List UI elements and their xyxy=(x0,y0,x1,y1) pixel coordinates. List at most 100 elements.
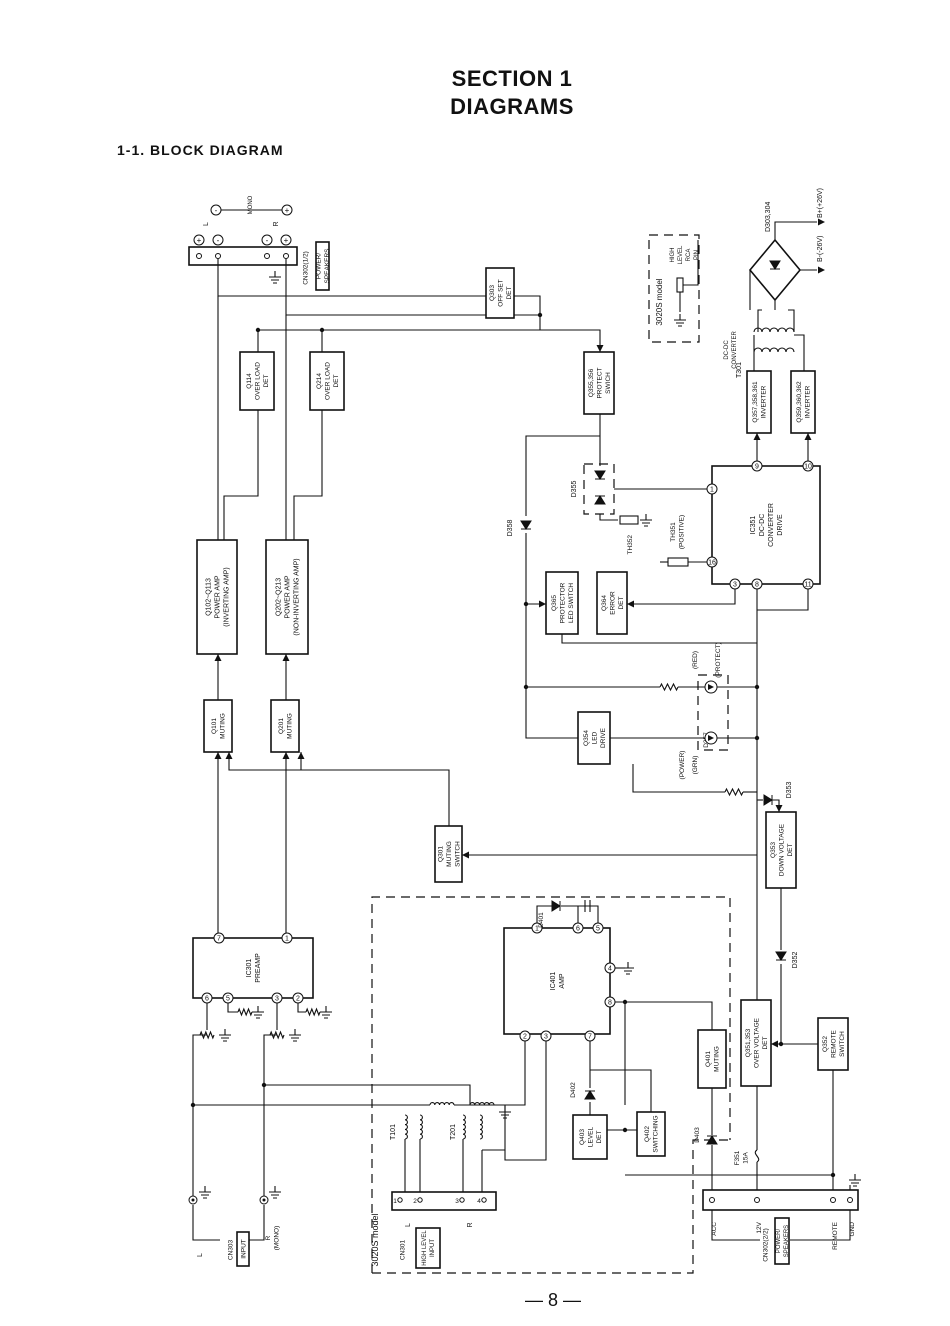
ic401-amp-block-label: AMP xyxy=(559,973,566,989)
t101-to-ic401 xyxy=(454,1104,506,1151)
cn303-l-label: L xyxy=(197,1253,204,1257)
junction-dot xyxy=(754,735,760,741)
rca-pin-label: PIN xyxy=(694,250,700,260)
t301-sub: DC-DC xyxy=(724,340,730,360)
q101-muting-block-label: MUTING xyxy=(220,713,227,739)
cn303-r-label: (MONO) xyxy=(274,1226,281,1251)
q114-overload-det-block-label: DET xyxy=(263,374,270,387)
d353-diode xyxy=(763,794,773,806)
rca-pin-label: RCA xyxy=(686,249,692,262)
q355-protect-switch-block-label: Q355,356 xyxy=(588,368,595,397)
q354-led-drive-block xyxy=(577,711,611,765)
mono-plus: + xyxy=(285,206,290,215)
ic301-preamp-block-label: IC301 xyxy=(246,959,253,978)
d303-diode xyxy=(769,260,781,270)
capacitor-symbol xyxy=(584,900,591,912)
model-bottom-dashed-border xyxy=(371,896,731,1273)
arrowhead xyxy=(627,600,634,608)
ic351-11 xyxy=(757,589,809,611)
speaker-terminal-block xyxy=(188,246,298,266)
cn301-pin-number: 3 xyxy=(455,1198,459,1205)
d303-label: D303,304 xyxy=(765,202,772,232)
ic401-pin-1-number: 1 xyxy=(535,926,539,933)
ground-symbol xyxy=(640,514,652,527)
cn301-r-label: R xyxy=(467,1222,474,1227)
cn302-1-label-box-label: SPEAKERS xyxy=(324,248,331,284)
q364-error-det-block xyxy=(596,571,628,635)
cn303-id: CN303 xyxy=(227,1239,234,1260)
protect-wire xyxy=(540,329,601,352)
q403-level-det-block-label: Q403 xyxy=(579,1129,586,1145)
arrowhead xyxy=(539,600,546,608)
cn302-2-power-speakers-box-label: POWER/ xyxy=(776,1229,782,1254)
t201-out xyxy=(494,1045,526,1106)
th352-wire xyxy=(599,514,618,521)
d353-label: D353 xyxy=(786,782,793,799)
q351-over-voltage-det-block-label: Q351,353 xyxy=(745,1028,752,1057)
q351-over-voltage-det-block-label: OVER VOLTAGE xyxy=(753,1017,760,1068)
q101-muting-block xyxy=(203,699,233,753)
cn303-input-box xyxy=(236,1231,250,1267)
cn301-pin-number: 1 xyxy=(393,1198,397,1205)
d355-diode-b xyxy=(594,495,606,505)
d303-bridge-rectifier xyxy=(748,238,802,302)
cn301-id: CN301 xyxy=(399,1239,406,1260)
q102-power-amp-inverting-block-label: (INVERTING AMP) xyxy=(223,567,230,626)
q365-protector-led-switch-block-label: PROTECTOR xyxy=(559,582,566,623)
ic301-2-res xyxy=(305,1007,321,1017)
page-number: — 8 — xyxy=(525,1290,582,1310)
q354-resistor xyxy=(724,787,744,797)
q364-error-det-block-label: DET xyxy=(618,596,625,609)
cn301-terminal xyxy=(481,1197,487,1203)
ic301-5-wire xyxy=(227,1003,238,1013)
model-top-label: 3020S model xyxy=(655,278,664,325)
ic351-pin-10-number: 10 xyxy=(804,464,812,471)
speaker-terminal-marker xyxy=(261,234,273,246)
ic351-dc-dc-converter-drive-block-label: DRIVE xyxy=(777,514,784,536)
ground-symbol xyxy=(320,1006,332,1019)
ic401-pin-6-number: 6 xyxy=(576,926,580,933)
q364-in xyxy=(627,589,736,605)
power-label: (POWER) xyxy=(679,751,686,780)
q102-power-amp-inverting-block xyxy=(196,539,238,655)
gnd-label: GND xyxy=(849,1222,856,1237)
d352-diode xyxy=(775,951,787,961)
arrowhead xyxy=(214,752,222,759)
q402-feedback xyxy=(590,1069,652,1112)
d355-dashed-box xyxy=(583,463,615,515)
q403-level-det-block xyxy=(572,1114,608,1160)
terminal-screw xyxy=(196,253,202,259)
f351-label: 15A xyxy=(743,1152,750,1164)
q365-protector-led-switch-block-label: LED SWITCH xyxy=(568,583,575,623)
cn302-2-terminal xyxy=(754,1197,760,1203)
speaker-terminal-marker xyxy=(193,234,205,246)
q364-error-det-block-label: Q364 xyxy=(601,595,608,611)
high-level-label: HIGH xyxy=(670,248,676,263)
cn301-high-level-input-box-label: HIGH LEVEL xyxy=(422,1230,428,1266)
q214-overload-det-block-label: DET xyxy=(333,374,340,387)
q353-down-voltage-det-block-label: DOWN VOLTAGE xyxy=(778,823,785,876)
d352-label: D352 xyxy=(792,952,799,969)
t101-coil-left xyxy=(404,1114,408,1140)
q352-remote-switch-block xyxy=(817,1017,849,1071)
high-level-label: LEVEL xyxy=(678,245,684,264)
q114-overload-det-block xyxy=(239,351,275,411)
v12-label: 12V xyxy=(756,1221,763,1233)
d401-wire xyxy=(536,905,552,923)
speaker-terminal-marker xyxy=(212,234,224,246)
q353-down-voltage-det-block-label: Q353 xyxy=(770,842,777,858)
arrowhead xyxy=(225,752,233,759)
arrowhead xyxy=(775,805,783,812)
q202-power-amp-non-inverting-block-label: (NON-INVERTING AMP) xyxy=(293,558,300,635)
ic301-pin-3-number: 3 xyxy=(275,996,279,1003)
ground-symbol xyxy=(289,1029,301,1042)
q359-inverter-block xyxy=(790,370,816,434)
q214-overload-det-block-label: Q214 xyxy=(316,373,323,389)
ic351-pin-9-number: 9 xyxy=(755,464,759,471)
junction-dot xyxy=(754,684,760,690)
q402-switching-block-label: Q402 xyxy=(644,1126,651,1142)
q402-switching-block xyxy=(636,1111,666,1157)
T301-label: T301 xyxy=(736,362,743,378)
ic401-8-wire xyxy=(615,1001,626,1105)
rca-pin-symbol xyxy=(676,277,684,293)
